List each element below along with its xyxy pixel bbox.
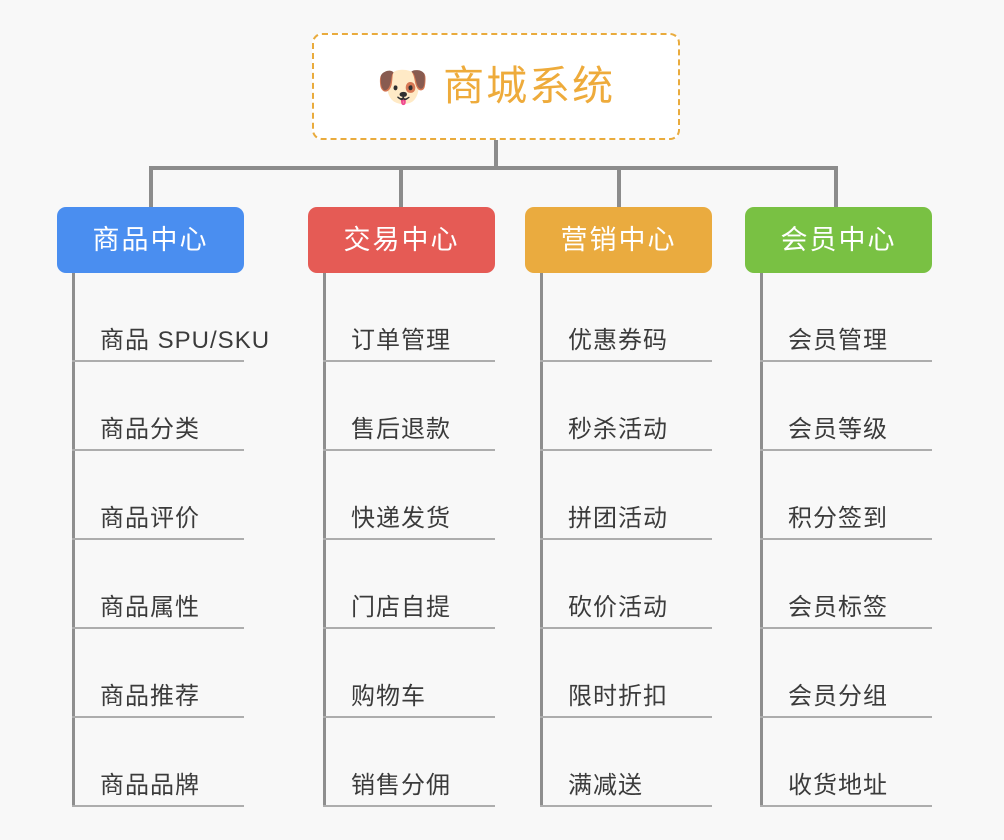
list-item[interactable]: 积分签到	[760, 451, 932, 540]
column-spine-trade-center	[323, 273, 326, 807]
leaf-label: 商品推荐	[100, 683, 200, 711]
list-item[interactable]: 拼团活动	[540, 451, 712, 540]
list-item[interactable]: 会员管理	[760, 273, 932, 362]
list-item[interactable]: 商品 SPU/SKU	[72, 273, 269, 362]
leaf-label: 售后退款	[351, 416, 451, 444]
list-item[interactable]: 会员标签	[760, 540, 932, 629]
leaf-label: 收货地址	[788, 772, 888, 800]
list-item[interactable]: 限时折扣	[540, 629, 712, 718]
leaf-label: 商品评价	[100, 505, 200, 533]
leaf-label: 销售分佣	[351, 772, 451, 800]
connector-root-stem	[494, 140, 498, 168]
column-marketing-center: 营销中心 优惠券码 秒杀活动 拼团活动 砍价活动 限时折扣 满减送	[525, 207, 712, 807]
leaf-label: 会员管理	[788, 327, 888, 355]
category-label: 交易中心	[343, 224, 460, 255]
leaf-list-trade-center: 订单管理 售后退款 快递发货 门店自提 购物车 销售分佣	[308, 273, 495, 807]
list-item[interactable]: 优惠券码	[540, 273, 712, 362]
connector-drop-3	[617, 166, 621, 209]
connector-drop-2	[399, 166, 403, 209]
leaf-label: 会员等级	[788, 416, 888, 444]
list-item[interactable]: 门店自提	[323, 540, 495, 629]
column-spine-marketing-center	[540, 273, 543, 807]
column-trade-center: 交易中心 订单管理 售后退款 快递发货 门店自提 购物车 销售分佣	[308, 207, 495, 807]
leaf-label: 门店自提	[351, 594, 451, 622]
list-item[interactable]: 会员等级	[760, 362, 932, 451]
category-header-member-center[interactable]: 会员中心	[745, 207, 932, 273]
list-item[interactable]: 售后退款	[323, 362, 495, 451]
leaf-label: 优惠券码	[568, 327, 668, 355]
leaf-label: 积分签到	[788, 505, 888, 533]
leaf-label: 购物车	[351, 683, 426, 711]
leaf-label: 秒杀活动	[568, 416, 668, 444]
leaf-label: 商品 SPU/SKU	[100, 327, 271, 355]
category-header-product-center[interactable]: 商品中心	[57, 207, 244, 273]
list-item[interactable]: 商品属性	[72, 540, 244, 629]
column-spine-product-center	[72, 273, 75, 807]
list-item[interactable]: 商品评价	[72, 451, 244, 540]
column-spine-member-center	[760, 273, 763, 807]
leaf-label: 商品品牌	[100, 772, 200, 800]
leaf-list-marketing-center: 优惠券码 秒杀活动 拼团活动 砍价活动 限时折扣 满减送	[525, 273, 712, 807]
list-item[interactable]: 购物车	[323, 629, 495, 718]
list-item[interactable]: 销售分佣	[323, 718, 495, 807]
root-node-mall-system[interactable]: 🐶 商城系统	[312, 33, 680, 140]
connector-horizontal-bus	[149, 166, 838, 170]
root-node-title: 商城系统	[443, 63, 616, 109]
list-item[interactable]: 快递发货	[323, 451, 495, 540]
list-item[interactable]: 砍价活动	[540, 540, 712, 629]
leaf-label: 限时折扣	[568, 683, 668, 711]
leaf-label: 满减送	[568, 772, 643, 800]
category-header-marketing-center[interactable]: 营销中心	[525, 207, 712, 273]
leaf-label: 会员标签	[788, 594, 888, 622]
column-member-center: 会员中心 会员管理 会员等级 积分签到 会员标签 会员分组 收货地址	[745, 207, 932, 807]
category-label: 商品中心	[92, 224, 209, 255]
leaf-label: 砍价活动	[568, 594, 668, 622]
shiba-dog-face-icon: 🐶	[376, 62, 430, 110]
connector-drop-4	[834, 166, 838, 209]
leaf-label: 会员分组	[788, 683, 888, 711]
connector-drop-1	[149, 166, 153, 209]
category-label: 营销中心	[560, 224, 677, 255]
list-item[interactable]: 商品分类	[72, 362, 244, 451]
leaf-label: 拼团活动	[568, 505, 668, 533]
list-item[interactable]: 收货地址	[760, 718, 932, 807]
category-header-trade-center[interactable]: 交易中心	[308, 207, 495, 273]
leaf-label: 商品分类	[100, 416, 200, 444]
list-item[interactable]: 秒杀活动	[540, 362, 712, 451]
leaf-label: 商品属性	[100, 594, 200, 622]
list-item[interactable]: 会员分组	[760, 629, 932, 718]
leaf-list-product-center: 商品 SPU/SKU 商品分类 商品评价 商品属性 商品推荐 商品品牌	[57, 273, 269, 807]
list-item[interactable]: 订单管理	[323, 273, 495, 362]
column-product-center: 商品中心 商品 SPU/SKU 商品分类 商品评价 商品属性 商品推荐 商品品牌	[57, 207, 269, 807]
category-label: 会员中心	[780, 224, 897, 255]
leaf-list-member-center: 会员管理 会员等级 积分签到 会员标签 会员分组 收货地址	[745, 273, 932, 807]
list-item[interactable]: 满减送	[540, 718, 712, 807]
leaf-label: 订单管理	[351, 327, 451, 355]
leaf-label: 快递发货	[351, 505, 451, 533]
list-item[interactable]: 商品品牌	[72, 718, 244, 807]
list-item[interactable]: 商品推荐	[72, 629, 244, 718]
